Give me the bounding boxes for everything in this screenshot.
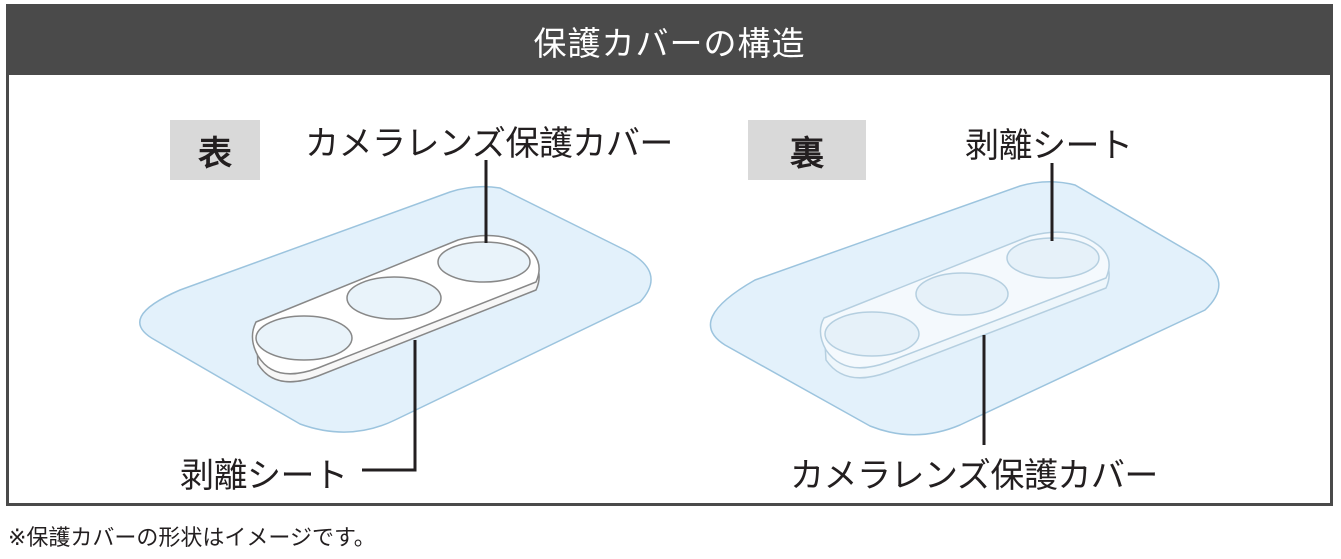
back-lens-cover-label: カメラレンズ保護カバー: [790, 456, 1158, 496]
front-tag: 表: [170, 120, 260, 180]
back-illustration: [709, 163, 1220, 445]
front-bottom-leader-line: [362, 340, 417, 472]
footnote: ※保護カバーの形状はイメージです。: [8, 526, 376, 551]
front-release-sheet-label: 剥離シート: [180, 456, 348, 496]
front-lens-hole-3: [437, 241, 531, 283]
front-lens-hole-2: [346, 276, 442, 320]
front-lens-hole-1: [255, 315, 353, 361]
back-tag: 裏: [748, 120, 866, 180]
front-illustration: [139, 160, 652, 472]
back-lens-hole-1: [824, 311, 920, 357]
back-lens-hole-3: [1006, 237, 1100, 279]
front-lens-cover-label: カメラレンズ保護カバー: [305, 124, 673, 164]
back-lens-hole-2: [915, 272, 1009, 316]
back-release-sheet-label: 剥離シート: [965, 126, 1133, 166]
header-title: 保護カバーの構造: [9, 7, 1330, 75]
